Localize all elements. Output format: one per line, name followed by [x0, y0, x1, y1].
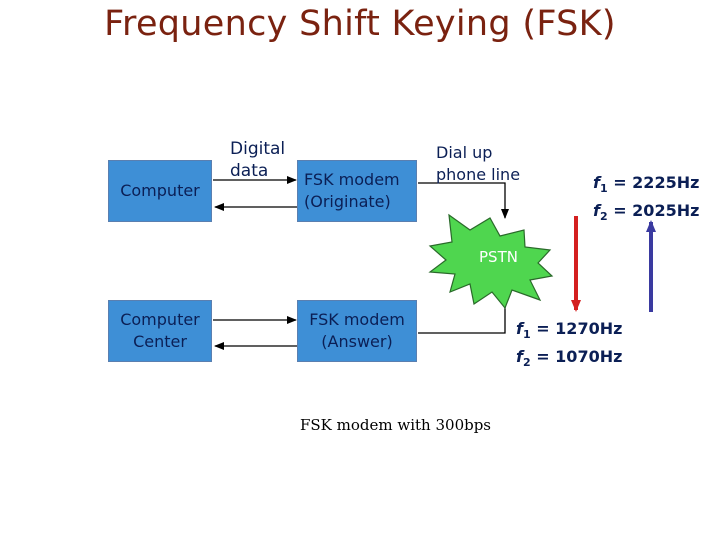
caption: FSK modem with 300bps	[300, 416, 492, 434]
fsk-modem-answer-box: FSK modem (Answer)	[297, 300, 417, 362]
freq-lower-2: f2 = 1070Hz	[516, 347, 623, 370]
fsk-modem-originate-box: FSK modem (Originate)	[297, 160, 417, 222]
digital-data-label: Digital data	[230, 138, 285, 182]
computer-box: Computer	[108, 160, 212, 222]
answer-line-wire	[418, 294, 506, 334]
computer-center-label-1: Computer	[120, 310, 200, 329]
digital-data-label-1: Digital	[230, 139, 286, 159]
freq-upper-1: f1 = 2225Hz	[593, 173, 700, 196]
page-title: Frequency Shift Keying (FSK)	[104, 4, 616, 44]
computer-box-label: Computer	[120, 181, 200, 200]
fsk-answer-label-1: FSK modem	[309, 310, 405, 329]
freq-lower-1: f1 = 1270Hz	[516, 319, 623, 342]
fsk-originate-label-1: FSK modem	[304, 170, 400, 189]
dialup-label-1: Dial up	[436, 143, 493, 162]
fsk-answer-label-2: (Answer)	[321, 332, 393, 351]
lower-frequencies: f1 = 1270Hz f2 = 1070Hz	[516, 318, 622, 374]
dialup-label: Dial up phone line	[436, 142, 520, 186]
computer-center-label-2: Center	[133, 332, 187, 351]
pstn-cloud	[428, 213, 554, 310]
digital-data-label-2: data	[230, 161, 269, 181]
upper-frequencies: f1 = 2225Hz f2 = 2025Hz	[593, 172, 699, 228]
dialup-label-2: phone line	[436, 165, 521, 184]
computer-center-box: Computer Center	[108, 300, 212, 362]
freq-upper-2: f2 = 2025Hz	[593, 201, 700, 224]
fsk-originate-label-2: (Originate)	[304, 192, 391, 211]
pstn-label: PSTN	[479, 248, 518, 266]
dialup-line-wire	[418, 182, 509, 219]
